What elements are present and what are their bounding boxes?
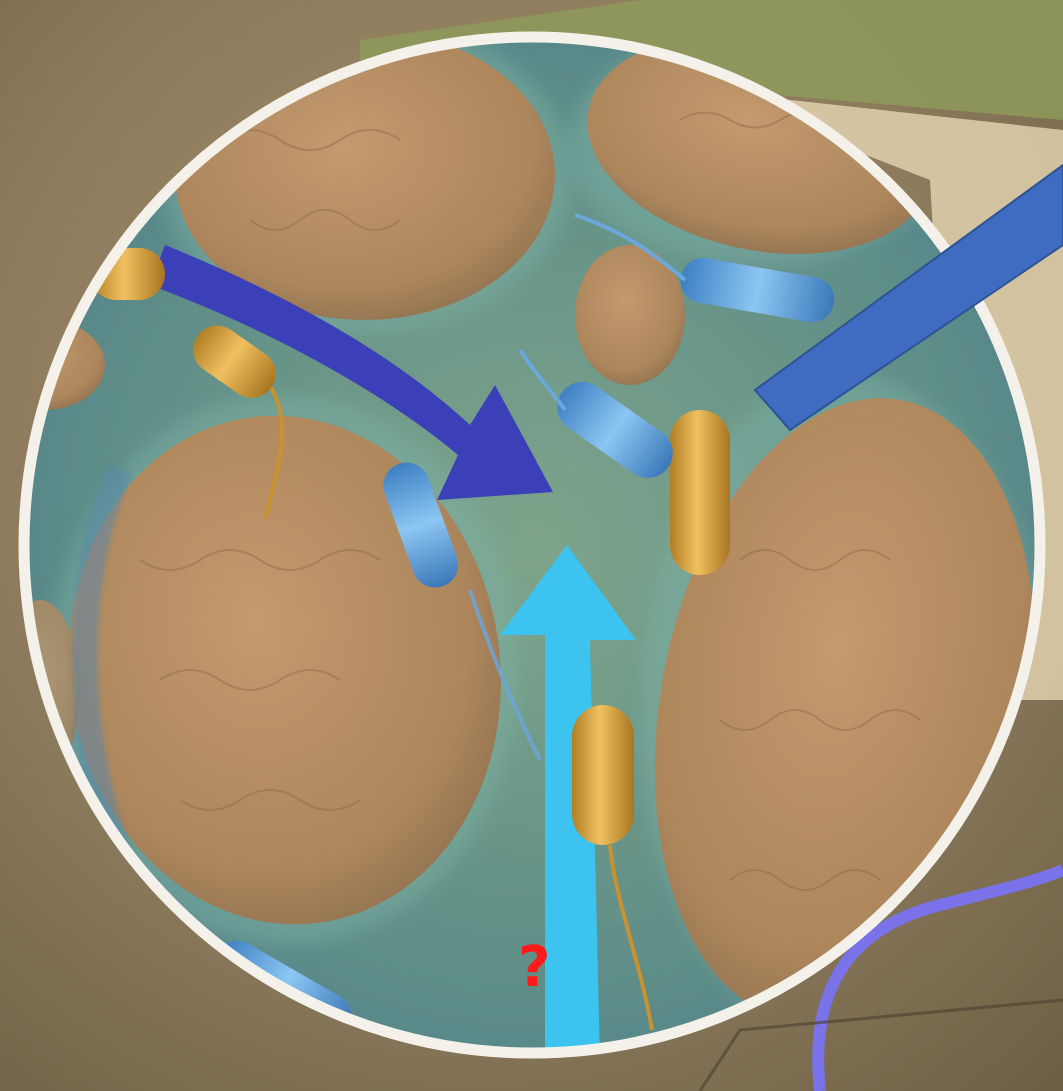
question-mark-label: ? bbox=[518, 940, 550, 996]
bacterium bbox=[670, 410, 730, 575]
